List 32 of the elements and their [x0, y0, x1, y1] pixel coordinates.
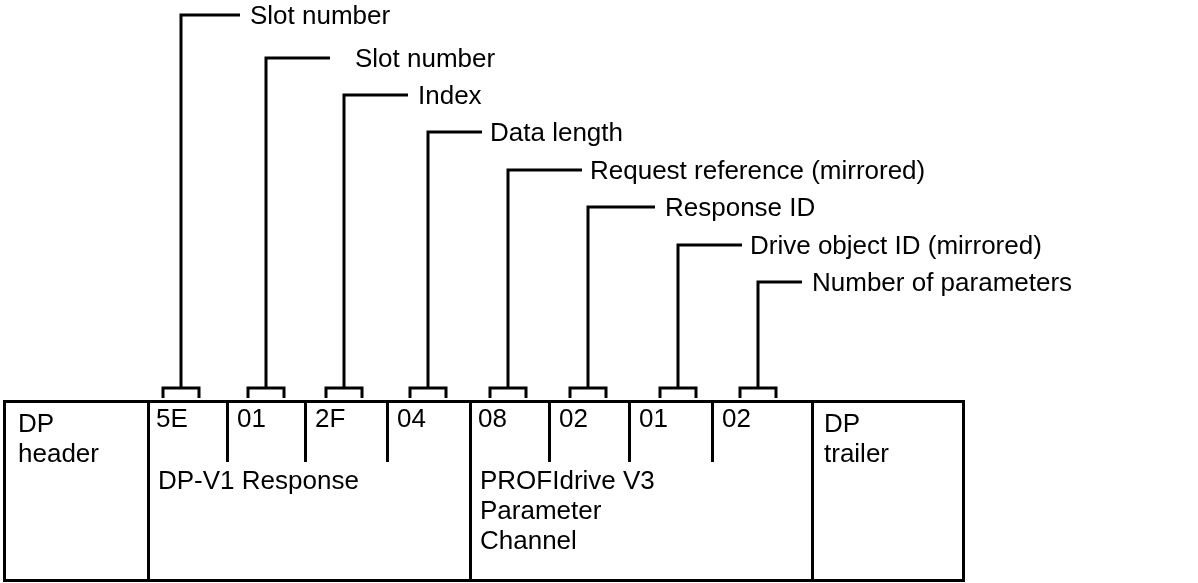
byte-value: 2F	[315, 403, 346, 433]
callout-label: Index	[418, 80, 482, 110]
leader-line	[488, 168, 584, 400]
field-label: DP-V1 Response	[158, 465, 360, 495]
leader-line	[324, 93, 410, 400]
leader-line	[408, 130, 484, 400]
frame-field-box	[812, 400, 965, 582]
leader-line	[738, 280, 804, 400]
leader-line	[161, 13, 242, 400]
byte-value: 02	[559, 403, 588, 433]
byte-value: 08	[478, 403, 507, 433]
byte-value: 04	[397, 403, 426, 433]
frame-field-box	[470, 400, 814, 582]
field-label: PROFIdrive V3 Parameter Channel	[480, 465, 656, 555]
leader-line	[568, 205, 657, 400]
callout-label: Slot number	[250, 0, 391, 30]
byte-value: 01	[639, 403, 668, 433]
callout-label: Data length	[490, 117, 623, 147]
callout-label: Slot number	[355, 43, 496, 73]
byte-value: 02	[722, 403, 751, 433]
byte-value: 01	[237, 403, 266, 433]
callout-label: Number of parameters	[812, 267, 1073, 297]
leader-line	[246, 56, 332, 400]
frame-field-box	[3, 400, 150, 582]
field-label: DP header	[18, 408, 100, 468]
frame-field-box	[148, 400, 472, 582]
callout-label: Request reference (mirrored)	[590, 155, 926, 185]
callout-label: Drive object ID (mirrored)	[750, 230, 1042, 260]
callout-label: Response ID	[665, 192, 816, 222]
leader-line	[658, 243, 744, 400]
byte-value: 5E	[156, 403, 188, 433]
field-label: DP trailer	[824, 408, 890, 468]
